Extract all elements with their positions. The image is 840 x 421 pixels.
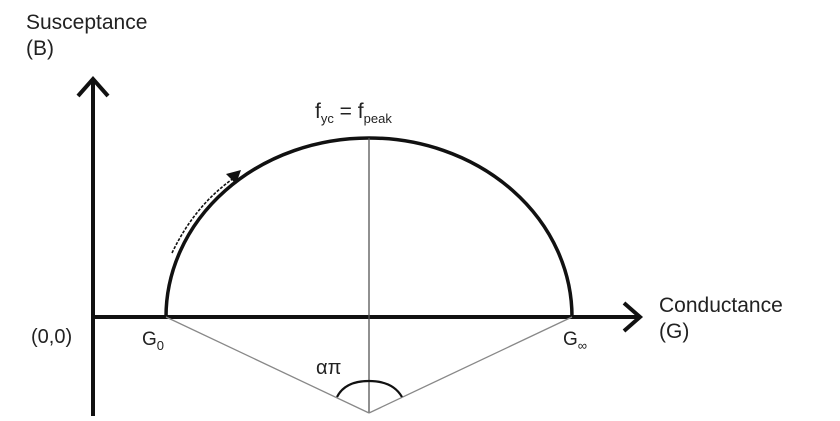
direction-arrow-path bbox=[171, 177, 235, 254]
peak-f2: f bbox=[357, 100, 364, 123]
peak-f1-sub: yc bbox=[320, 111, 334, 126]
g0-label: G0 bbox=[142, 329, 165, 353]
ginf-sub: ∞ bbox=[577, 338, 588, 353]
direction-arrowhead-icon bbox=[226, 170, 241, 184]
ginf-label: G∞ bbox=[563, 329, 588, 353]
peak-eq: = bbox=[333, 100, 358, 123]
peak-f2-sub: peak bbox=[363, 111, 392, 126]
g0-sub: 0 bbox=[156, 338, 165, 353]
peak-label: fyc = fpeak bbox=[315, 100, 392, 126]
origin-label: (0,0) bbox=[31, 326, 73, 348]
angle-arc bbox=[336, 379, 403, 398]
peak-f1: f bbox=[315, 100, 321, 123]
ginf-main: G bbox=[563, 329, 578, 350]
y-axis-arrowhead bbox=[76, 75, 110, 98]
g0-main: G bbox=[142, 329, 157, 350]
y-axis-title-line2: (B) bbox=[26, 37, 54, 60]
g0-to-center-line bbox=[165, 316, 370, 414]
x-axis-title-line2: (G) bbox=[659, 320, 690, 343]
x-axis-title-line1: Conductance bbox=[659, 294, 783, 317]
y-axis-title-line1: Susceptance bbox=[26, 11, 148, 34]
x-axis-title: Conductance (G) bbox=[659, 293, 783, 345]
angle-label: απ bbox=[316, 357, 342, 379]
y-axis-title: Susceptance (B) bbox=[26, 10, 147, 62]
x-axis-arrowhead bbox=[622, 301, 644, 333]
ginf-to-center-line bbox=[368, 316, 573, 414]
